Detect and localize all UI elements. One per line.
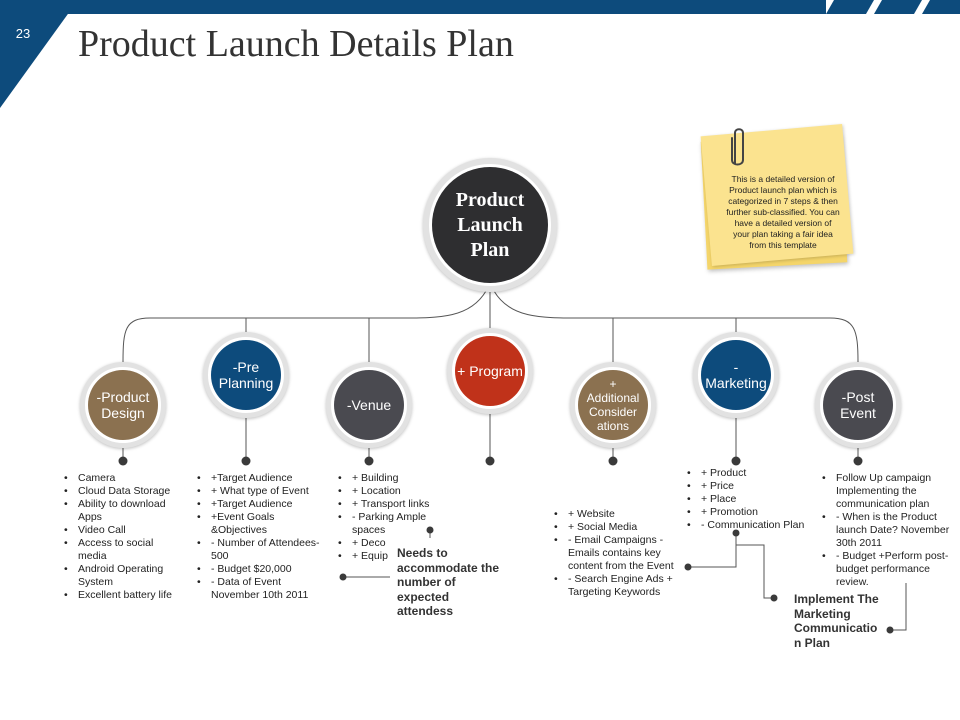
sticky-note-text: This is a detailed version of Product la…	[726, 174, 840, 250]
center-node-circle: Product Launch Plan	[432, 167, 548, 283]
list-additional-considerations: + Website + Social Media - Email Campaig…	[552, 508, 682, 599]
list-item: Access to social media	[62, 537, 184, 563]
list-item: +Target Audience	[195, 498, 331, 511]
list-post-event: Follow Up campaign Implementing the comm…	[820, 472, 960, 589]
node-circle: -Product Design	[88, 370, 158, 440]
node-post-event: -Post Event	[815, 362, 901, 448]
node-additional-considerations: + Additional Consider ations	[570, 362, 656, 448]
page-title: Product Launch Details Plan	[78, 23, 514, 65]
list-item: - Budget $20,000	[195, 563, 331, 576]
list-item: Video Call	[62, 524, 184, 537]
list-item: + Transport links	[336, 498, 440, 511]
node-label: -Post Event	[840, 389, 876, 421]
node-circle: + Program	[455, 336, 525, 406]
list-item: +Target Audience	[195, 472, 331, 485]
list-item: - Email Campaigns - Emails contains key …	[552, 534, 682, 573]
list-item: + Place	[685, 493, 815, 506]
list-item: - Search Engine Ads + Targeting Keywords	[552, 573, 682, 599]
list-item: + What type of Event	[195, 485, 331, 498]
node-circle: -Pre Planning	[211, 340, 281, 410]
node-product-design: -Product Design	[80, 362, 166, 448]
node-venue: -Venue	[326, 362, 412, 448]
paperclip-icon	[731, 128, 744, 166]
list-item: Follow Up campaign Implementing the comm…	[820, 472, 960, 511]
node-label: -Pre Planning	[218, 359, 274, 391]
list-item: - When is the Product launch Date? Novem…	[820, 511, 960, 550]
list-item: + Website	[552, 508, 682, 521]
list-item: + Location	[336, 485, 440, 498]
callout-marketing: Implement The Marketing Communicatio n P…	[794, 592, 879, 650]
node-marketing: - Marketing	[693, 332, 779, 418]
node-label: + Additional Consider ations	[586, 377, 640, 433]
list-item: + Product	[685, 467, 815, 480]
node-label: -Venue	[346, 397, 392, 413]
list-item: +Event Goals &Objectives	[195, 511, 331, 537]
list-venue: + Building + Location + Transport links …	[336, 472, 440, 563]
list-item: - Data of Event November 10th 2011	[195, 576, 331, 602]
slide-number: 23	[15, 26, 31, 41]
node-label: + Program	[457, 363, 523, 379]
list-marketing: + Product + Price + Place + Promotion - …	[685, 467, 815, 532]
list-product-design: Camera Cloud Data Storage Ability to dow…	[62, 472, 184, 602]
center-node: Product Launch Plan	[423, 158, 557, 292]
center-node-label: Product Launch Plan	[455, 188, 525, 261]
list-item: - Number of Attendees-500	[195, 537, 331, 563]
top-band	[0, 0, 960, 14]
node-circle: + Additional Consider ations	[578, 370, 648, 440]
node-circle: -Post Event	[823, 370, 893, 440]
callout-venue: Needs to accommodate the number of expec…	[390, 545, 515, 619]
list-item: + Equip	[336, 550, 440, 563]
node-program: + Program	[447, 328, 533, 414]
list-item: Camera	[62, 472, 184, 485]
list-item: - Communication Plan	[685, 519, 815, 532]
node-label: -Product Design	[96, 389, 150, 421]
node-pre-planning: -Pre Planning	[203, 332, 289, 418]
list-item: + Building	[336, 472, 440, 485]
list-item: - Budget +Perform post-budget performanc…	[820, 550, 960, 589]
node-label: - Marketing	[705, 359, 767, 391]
list-item: + Price	[685, 480, 815, 493]
list-item: Cloud Data Storage	[62, 485, 184, 498]
list-item: Ability to download Apps	[62, 498, 184, 524]
list-pre-planning: +Target Audience + What type of Event +T…	[195, 472, 331, 602]
sticky-note: This is a detailed version of Product la…	[700, 124, 854, 270]
list-item: Android Operating System	[62, 563, 184, 589]
list-item: Excellent battery life	[62, 589, 184, 602]
corner-triangle	[0, 0, 78, 108]
node-circle: -Venue	[334, 370, 404, 440]
list-item: + Deco	[336, 537, 440, 550]
list-item: + Promotion	[685, 506, 815, 519]
list-item: - Parking Ample spaces	[336, 511, 440, 537]
list-item: + Social Media	[552, 521, 682, 534]
node-circle: - Marketing	[701, 340, 771, 410]
